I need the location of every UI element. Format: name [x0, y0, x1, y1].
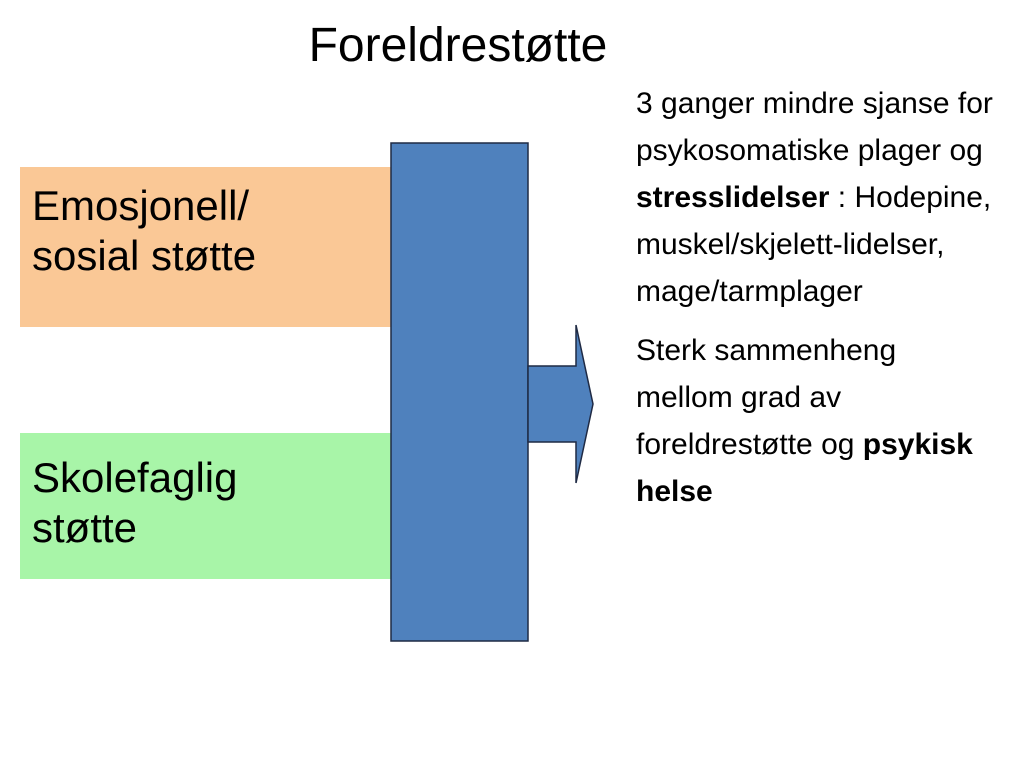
outcome-paragraph-1: 3 ganger mindre sjanse for psykosomatisk… [636, 80, 996, 315]
central-bar [390, 142, 529, 642]
emotional-social-support-box: Emosjonell/ sosial støtte [20, 167, 392, 327]
outcome-text: 3 ganger mindre sjanse for psykosomatisk… [636, 80, 996, 515]
outcome-paragraph-2: Sterk sammenheng mellom grad av foreldre… [636, 327, 996, 515]
psykisk-helse-emphasis: psykisk helse [636, 428, 973, 508]
outcome-text-part: : Hodepine, muskel/skjelett-lidelser, ma… [636, 181, 992, 308]
outcome-text-part: Sterk sammenheng mellom grad av foreldre… [636, 334, 897, 461]
stresslidelser-emphasis: stresslidelser [636, 181, 830, 214]
school-support-label: Skolefaglig støtte [32, 454, 238, 551]
emotional-social-support-label: Emosjonell/ sosial støtte [32, 182, 257, 279]
right-arrow-icon [527, 324, 594, 484]
school-support-box: Skolefaglig støtte [20, 433, 392, 579]
page-title: Foreldrestøtte [308, 19, 608, 72]
outcome-text-part: 3 ganger mindre sjanse for psykosomatisk… [636, 87, 993, 167]
